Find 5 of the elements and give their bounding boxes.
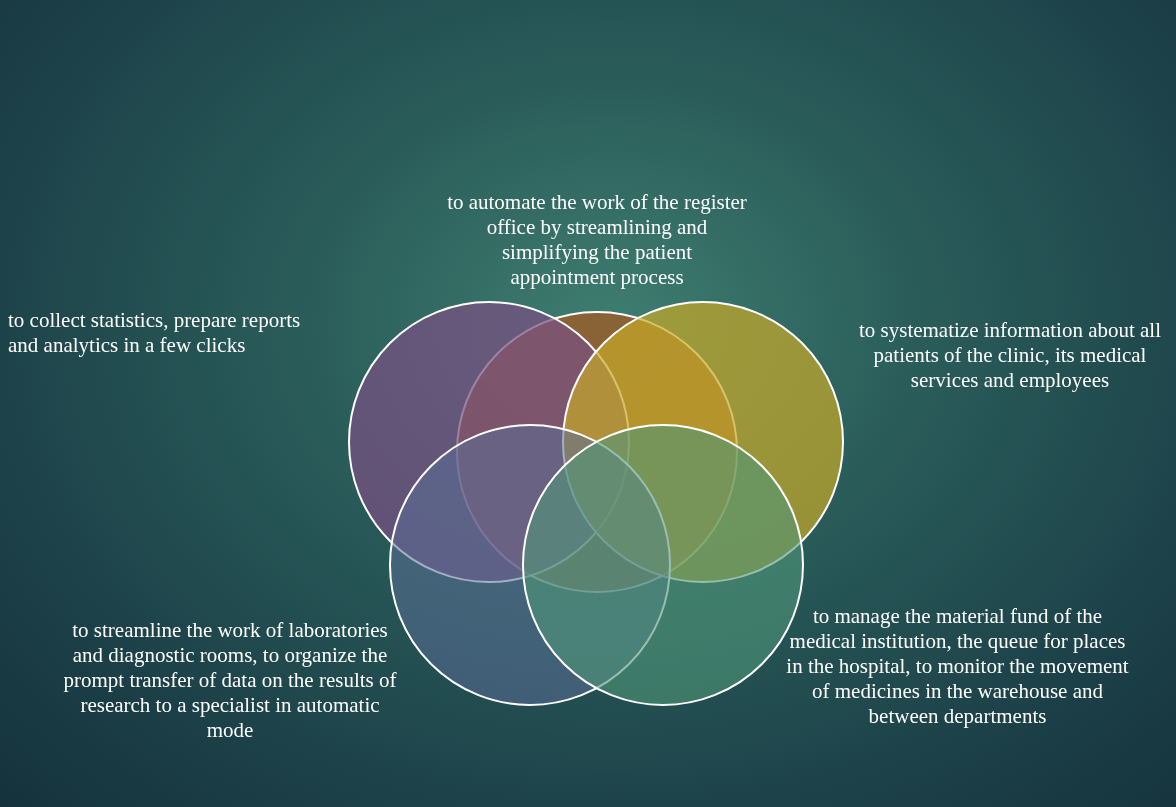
description-text: to streamline the work of laboratories and diagnostic rooms, to organize the prompt transfer of data on the results of research to a specialist in automatic mode [62,618,398,743]
description-text: to collect statistics, prepare reports and analytics in a few clicks [8,308,302,358]
description-text: to manage the material fund of the medical institution, the queue for places in the hospital, to monitor the movement of medicines in the warehouse and between departments [785,604,1130,729]
description-text: to automate the work of the register office by streamlining and simplifying the patient appointment process [447,190,747,290]
description-text: to systematize information about all patients of the clinic, its medical services and employees [857,318,1163,393]
